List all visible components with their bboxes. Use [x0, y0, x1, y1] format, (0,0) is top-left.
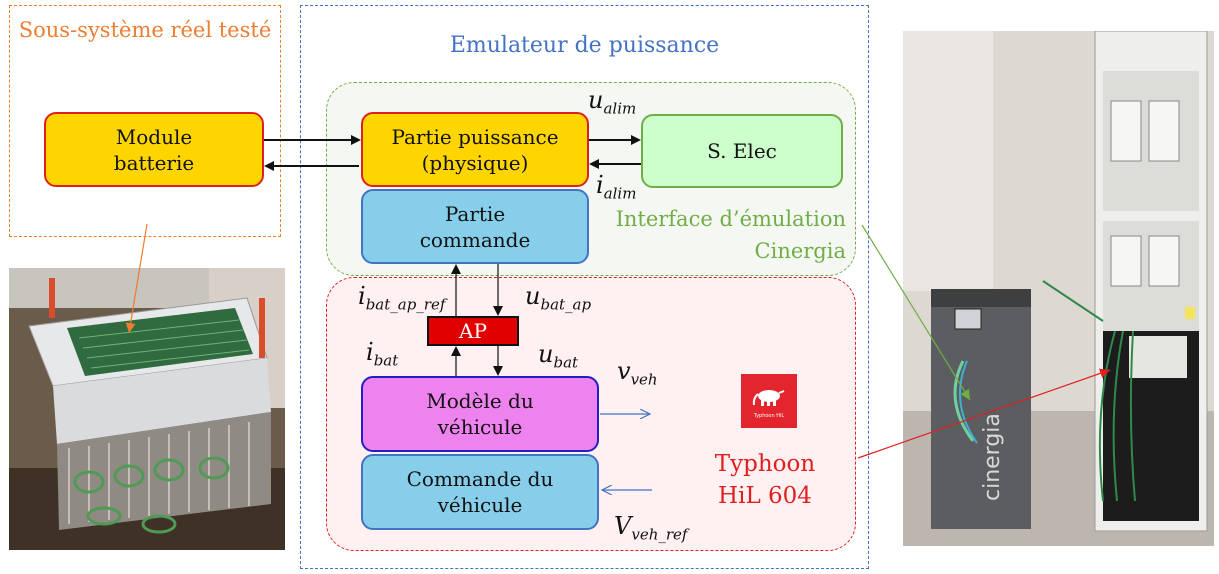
- i-bat-label: ibat: [366, 338, 399, 370]
- typhoon-logo: Typhoon HiL: [741, 374, 797, 428]
- i-bat-ap-ref-label: ibat_ap_ref: [358, 282, 446, 314]
- modele-vehicule-block: Modèle du véhicule: [361, 376, 599, 452]
- commande-vehicule-block: Commande du véhicule: [361, 454, 599, 530]
- battery-module-photo: [9, 268, 285, 550]
- partie-commande-block: Partie commande: [361, 189, 589, 264]
- svg-text:cinergia: cinergia: [980, 413, 1005, 501]
- module-batterie-block: Module batterie: [44, 112, 264, 187]
- partie-puissance-block: Partie puissance (physique): [361, 112, 589, 187]
- pointer-subsystem-to-photo: [125, 223, 148, 334]
- v-veh-label: vveh: [617, 357, 658, 389]
- cinergia-rack-photo: cinergia: [903, 31, 1214, 546]
- emulator-title: Emulateur de puissance: [449, 33, 720, 58]
- u-alim-label: ualim: [588, 86, 637, 118]
- logo-text: Typhoon HiL: [753, 413, 785, 419]
- ap-block: AP: [427, 316, 519, 346]
- v-veh-ref-label: Vveh_ref: [614, 512, 688, 544]
- pointer-cinergia-to-photo: [861, 224, 971, 401]
- u-bat-ap-label: ubat_ap: [525, 282, 592, 314]
- cinergia-title: Interface d’émulation Cinergia: [615, 207, 846, 263]
- i-alim-label: ialim: [596, 171, 637, 203]
- pointer-typhoon-to-photo: [857, 368, 1111, 459]
- subsystem-title: Sous-système réel testé: [18, 18, 272, 42]
- u-bat-label: ubat: [538, 340, 579, 372]
- emulator-frame: [300, 5, 869, 569]
- typhoon-title: Typhoon HiL 604: [714, 451, 816, 510]
- elephant-icon: [752, 390, 785, 406]
- s-elec-block: S. Elec: [641, 114, 843, 188]
